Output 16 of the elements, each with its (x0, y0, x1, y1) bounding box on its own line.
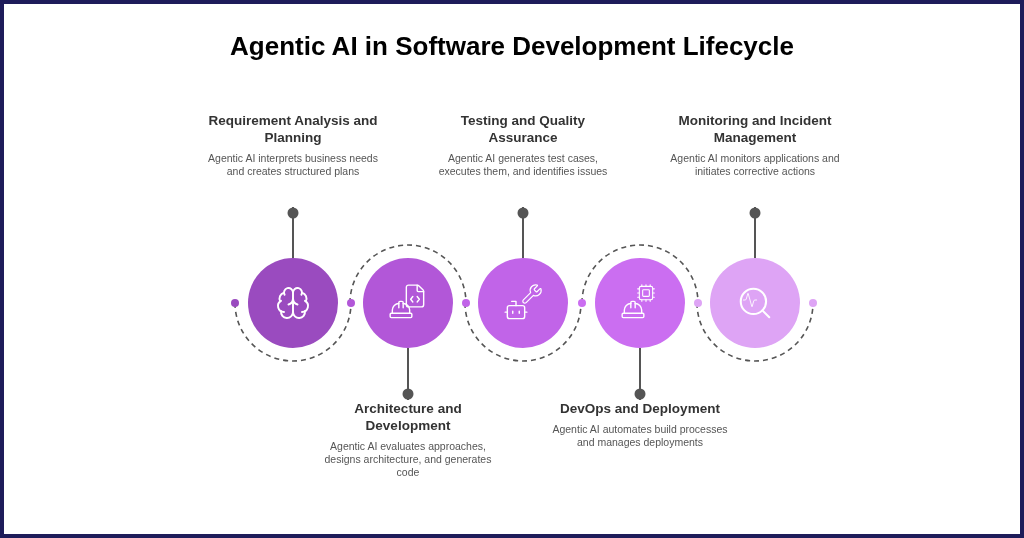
leader-line (402, 347, 414, 401)
leader-line (287, 206, 299, 259)
step-heading: Monitoring and Incident Management (677, 112, 833, 146)
step-heading: DevOps and Deployment (560, 400, 720, 417)
leader-line (634, 347, 646, 401)
step-heading: Requirement Analysis and Planning (207, 112, 379, 146)
step-description: Agentic AI generates test cases, executes them, and identifies issues (437, 152, 609, 178)
leader-line (749, 206, 761, 259)
step-description: Agentic AI monitors applications and initiates corrective actions (669, 152, 841, 178)
step-heading: Architecture and Development (353, 400, 463, 434)
step-description: Agentic AI evaluates approaches, designs architecture, and generates code (323, 440, 493, 479)
leader-line (517, 206, 529, 259)
step-description: Agentic AI interprets business needs and creates structured plans (207, 152, 379, 178)
step-heading: Testing and Quality Assurance (459, 112, 587, 146)
step-description: Agentic AI automates build processes and manages deployments (552, 423, 728, 449)
title: Agentic AI in Software Development Lifecycle (229, 30, 795, 63)
